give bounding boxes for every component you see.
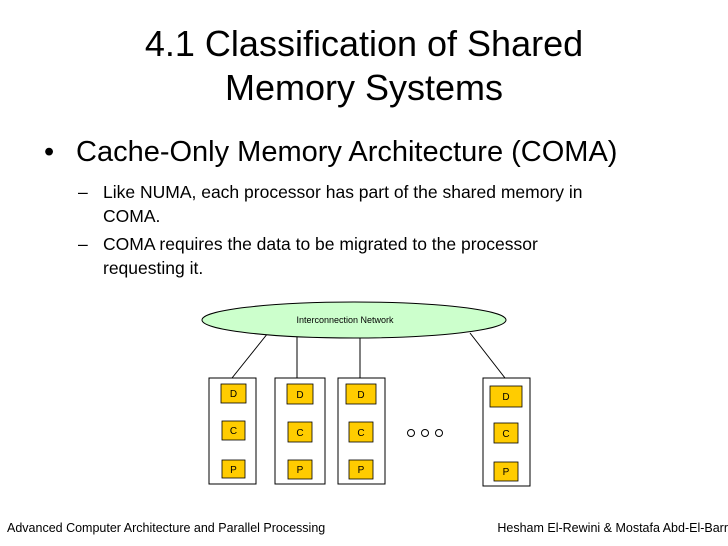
sub-bullet-dash: – (78, 182, 88, 202)
cache-box (348, 421, 374, 443)
node-2: D C P (274, 377, 326, 485)
main-bullet: • Cache-Only Memory Architecture (COMA) (44, 135, 617, 169)
sub-bullet-2: – COMA requires the data to be migrated … (78, 232, 678, 280)
sub-bullet-1: – Like NUMA, each processor has part of … (78, 180, 678, 228)
processor-box (287, 459, 313, 480)
cache-label: C (296, 428, 303, 439)
processor-label: P (230, 465, 237, 476)
processor-label: P (503, 467, 510, 478)
sub-bullet-line-2: requesting it. (103, 258, 204, 278)
network-label: Interconnection Network (296, 315, 394, 325)
node-1: D C P (208, 377, 257, 485)
connector-line (469, 332, 506, 379)
cache-label: C (502, 429, 509, 440)
bullet-symbol: • (44, 136, 55, 168)
processor-box (348, 459, 374, 480)
memory-label: D (502, 392, 509, 403)
memory-box (286, 383, 314, 405)
connector-line (231, 332, 269, 379)
title-line-2: Memory Systems (224, 67, 504, 108)
ellipsis-dot (407, 429, 415, 437)
processor-box (221, 459, 246, 479)
slide-title: 4.1 Classification of Shared Memory Syst… (0, 22, 728, 110)
node-3: D C P (337, 377, 386, 485)
ellipsis-dot (435, 429, 443, 437)
sub-bullet-dash: – (78, 234, 88, 254)
sub-bullet-line-1: COMA requires the data to be migrated to… (103, 234, 538, 254)
processor-label: P (297, 465, 304, 476)
memory-label: D (296, 390, 303, 401)
title-line-1: 4.1 Classification of Shared (144, 23, 584, 64)
memory-box (345, 383, 377, 405)
memory-box (489, 385, 523, 408)
memory-box (220, 383, 247, 404)
sub-bullet-line-2: COMA. (103, 206, 161, 226)
node-4: D C P (482, 377, 531, 487)
cache-box (221, 420, 246, 441)
processor-box (493, 461, 519, 482)
cache-box (493, 422, 519, 444)
cache-label: C (230, 426, 237, 437)
footer-course-title: Advanced Computer Architecture and Paral… (7, 521, 326, 535)
bullet-text: Cache-Only Memory Architecture (COMA) (76, 136, 618, 168)
processor-label: P (358, 465, 365, 476)
ellipsis-dot (421, 429, 429, 437)
footer-authors: Hesham El-Rewini & Mostafa Abd-El-Barr (497, 521, 728, 535)
memory-label: D (230, 389, 237, 400)
memory-label: D (357, 390, 364, 401)
interconnection-network (201, 301, 507, 339)
cache-box (287, 421, 313, 443)
sub-bullet-line-1: Like NUMA, each processor has part of th… (103, 182, 583, 202)
cache-label: C (357, 428, 364, 439)
